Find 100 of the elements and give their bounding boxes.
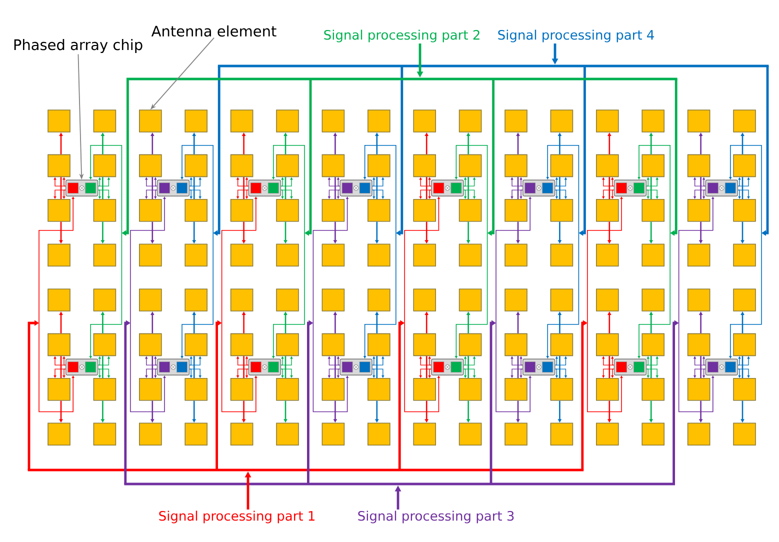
antenna-element bbox=[504, 378, 528, 401]
antenna-element bbox=[687, 378, 710, 401]
antenna-element bbox=[48, 333, 70, 356]
antenna-element bbox=[642, 288, 664, 312]
antenna-element bbox=[642, 154, 664, 178]
feed-arrow bbox=[520, 368, 523, 378]
antenna-element bbox=[733, 422, 756, 446]
antenna-element bbox=[139, 110, 162, 132]
antenna-element bbox=[596, 333, 619, 356]
feed-line bbox=[559, 356, 560, 378]
phased-array-chip bbox=[156, 180, 190, 196]
antenna-element bbox=[596, 110, 619, 132]
antenna-element bbox=[733, 154, 756, 178]
callout-label: Phased array chip bbox=[14, 38, 142, 54]
antenna-element bbox=[413, 199, 436, 222]
feed-arrow bbox=[62, 190, 66, 199]
feed-arrow bbox=[372, 368, 376, 378]
feed-line bbox=[468, 356, 469, 378]
antenna-element bbox=[276, 333, 299, 356]
antenna-element bbox=[276, 199, 299, 222]
antenna-element bbox=[93, 378, 116, 401]
antenna-element bbox=[504, 422, 528, 446]
antenna-element bbox=[322, 110, 345, 132]
feed-arrow bbox=[372, 190, 376, 199]
feed-arrow bbox=[554, 368, 568, 378]
antenna-element bbox=[322, 244, 345, 266]
feed-line bbox=[334, 177, 336, 199]
antenna-element bbox=[458, 333, 482, 356]
antenna-element bbox=[230, 110, 254, 132]
feed-arrow bbox=[280, 368, 293, 378]
feed-arrow bbox=[738, 190, 741, 199]
antenna-element bbox=[93, 422, 116, 446]
antenna-element bbox=[550, 110, 574, 132]
feed-line bbox=[102, 177, 104, 199]
antenna-element bbox=[687, 154, 710, 178]
feed-arrow bbox=[98, 368, 102, 378]
feed-arrow bbox=[510, 368, 523, 378]
connection-line bbox=[221, 196, 258, 412]
antenna-element bbox=[93, 154, 116, 178]
feed-line bbox=[243, 356, 244, 378]
antenna-element bbox=[550, 244, 574, 266]
feed-line bbox=[334, 356, 336, 378]
antenna-element bbox=[596, 288, 619, 312]
antenna-element bbox=[93, 244, 116, 266]
antenna-element bbox=[642, 422, 664, 446]
antenna-element bbox=[458, 422, 482, 446]
antenna-element bbox=[504, 199, 528, 222]
antenna-element bbox=[550, 154, 574, 178]
antenna-element bbox=[322, 422, 345, 446]
antenna-element bbox=[48, 154, 70, 178]
feed-line bbox=[426, 356, 428, 378]
antenna-element bbox=[733, 378, 756, 401]
antenna-element bbox=[596, 378, 619, 401]
antenna-element bbox=[184, 378, 208, 401]
antenna-element bbox=[733, 199, 756, 222]
feed-arrow bbox=[554, 368, 558, 378]
phased-array-chip bbox=[65, 358, 98, 376]
feed-line bbox=[193, 356, 195, 378]
antenna-element bbox=[322, 154, 345, 178]
feed-arrow bbox=[554, 190, 568, 199]
antenna-element bbox=[687, 422, 710, 446]
phased-array-chip bbox=[614, 180, 647, 196]
feed-line bbox=[60, 177, 62, 199]
antenna-element bbox=[550, 333, 574, 356]
antenna-element bbox=[368, 288, 390, 312]
antenna-element bbox=[230, 422, 254, 446]
connection-line bbox=[587, 196, 623, 412]
feed-arrow bbox=[154, 190, 158, 199]
callout-label: Signal processing part 3 bbox=[358, 510, 514, 524]
antenna-element bbox=[733, 244, 756, 266]
feed-arrow bbox=[419, 368, 432, 378]
feed-arrow bbox=[646, 368, 650, 378]
phased-array-chip bbox=[248, 180, 282, 196]
antenna-element bbox=[368, 154, 390, 178]
feed-line bbox=[102, 356, 104, 378]
feed-arrow bbox=[464, 368, 467, 378]
feed-arrow bbox=[54, 368, 66, 378]
antenna-element bbox=[458, 378, 482, 401]
feed-arrow bbox=[54, 190, 66, 199]
antenna-element bbox=[413, 422, 436, 446]
feed-arrow bbox=[646, 190, 659, 199]
phased-array-chip bbox=[522, 180, 556, 196]
phased-array-chip bbox=[705, 358, 738, 376]
antenna-element bbox=[48, 244, 70, 266]
antenna-element bbox=[48, 110, 70, 132]
antenna-element bbox=[93, 199, 116, 222]
antenna-element bbox=[322, 288, 345, 312]
feed-arrow bbox=[280, 190, 293, 199]
feed-arrow bbox=[280, 190, 284, 199]
feed-arrow bbox=[428, 368, 432, 378]
antenna-element bbox=[687, 244, 710, 266]
feed-line bbox=[60, 356, 62, 378]
phased-array-chip bbox=[431, 358, 464, 376]
phased-array-chip bbox=[614, 358, 647, 376]
antenna-element bbox=[184, 244, 208, 266]
antenna-element bbox=[550, 288, 574, 312]
antenna-element bbox=[596, 244, 619, 266]
feed-line bbox=[650, 177, 652, 199]
feed-arrow bbox=[189, 190, 202, 199]
antenna-element bbox=[139, 422, 162, 446]
